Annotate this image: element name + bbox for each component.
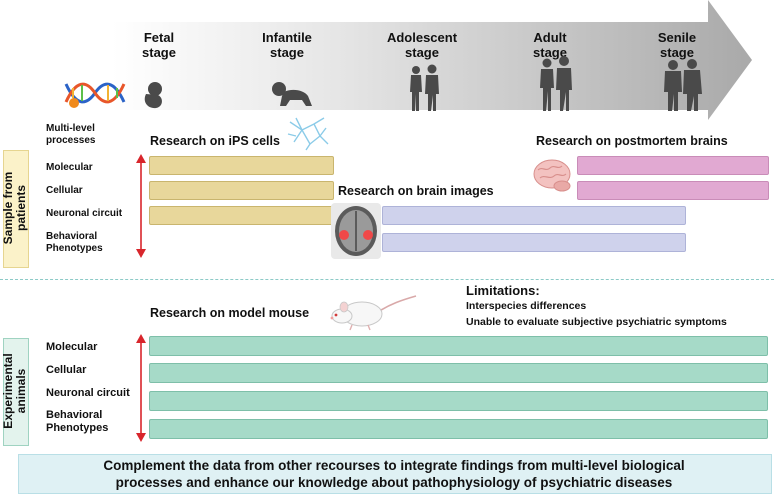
animals-level-neuronal-circuit: Neuronal circuit [46, 387, 130, 399]
patients-level-arrow [136, 154, 146, 258]
brain-images-bar-behavioral [382, 233, 686, 252]
mouse-bar-neuronal-circuit [149, 391, 768, 411]
postmortem-title: Research on postmortem brains [536, 134, 728, 148]
ips-bar-cellular [149, 181, 334, 200]
fetus-icon [144, 82, 162, 109]
adult-couple-icon [540, 56, 572, 111]
conclusion-box [18, 454, 772, 494]
limitation-interspecies: Interspecies differences [466, 300, 587, 312]
mouse-bar-molecular [149, 336, 768, 356]
patients-side-box [3, 150, 29, 268]
timeline-arrow [112, 0, 752, 120]
postmortem-bar-cellular [577, 181, 769, 200]
animals-side-box [3, 338, 29, 446]
ips-title: Research on iPS cells [150, 134, 280, 148]
conclusion-text: Complement the data from other recourses… [18, 457, 770, 491]
brain-images-title: Research on brain images [338, 184, 494, 198]
dna-icon [64, 82, 126, 108]
brain-icon [533, 159, 571, 192]
mouse-bar-behavioral [149, 419, 768, 439]
postmortem-bar-molecular [577, 156, 769, 175]
section-divider [0, 279, 774, 280]
baby-icon [272, 82, 312, 106]
conclusion-line-2: processes and enhance our knowledge abou… [115, 475, 673, 490]
patients-level-molecular: Molecular [46, 162, 93, 173]
limitation-subjective-symptoms: Unable to evaluate subjective psychiatri… [466, 316, 727, 328]
patients-level-neuronal-circuit: Neuronal circuit [46, 208, 123, 219]
animals-level-arrow [136, 334, 146, 442]
limitations-title: Limitations: [466, 283, 540, 298]
animals-level-molecular: Molecular [46, 341, 98, 353]
ips-cells-icon [287, 117, 329, 151]
mouse-bar-cellular [149, 363, 768, 383]
ips-bar-molecular [149, 156, 334, 175]
mouse-icon [330, 295, 417, 331]
senior-couple-icon [664, 59, 702, 111]
brain-scan-icon [331, 203, 381, 259]
ips-bar-neuronal-circuit [149, 206, 334, 225]
mouse-title: Research on model mouse [150, 306, 310, 320]
adolescent-couple-icon [410, 64, 439, 111]
conclusion-line-1: Complement the data from other recourses… [103, 458, 685, 473]
brain-images-bar-neuronal-circuit [382, 206, 686, 225]
animals-level-cellular: Cellular [46, 364, 87, 376]
patients-level-cellular: Cellular [46, 185, 83, 196]
